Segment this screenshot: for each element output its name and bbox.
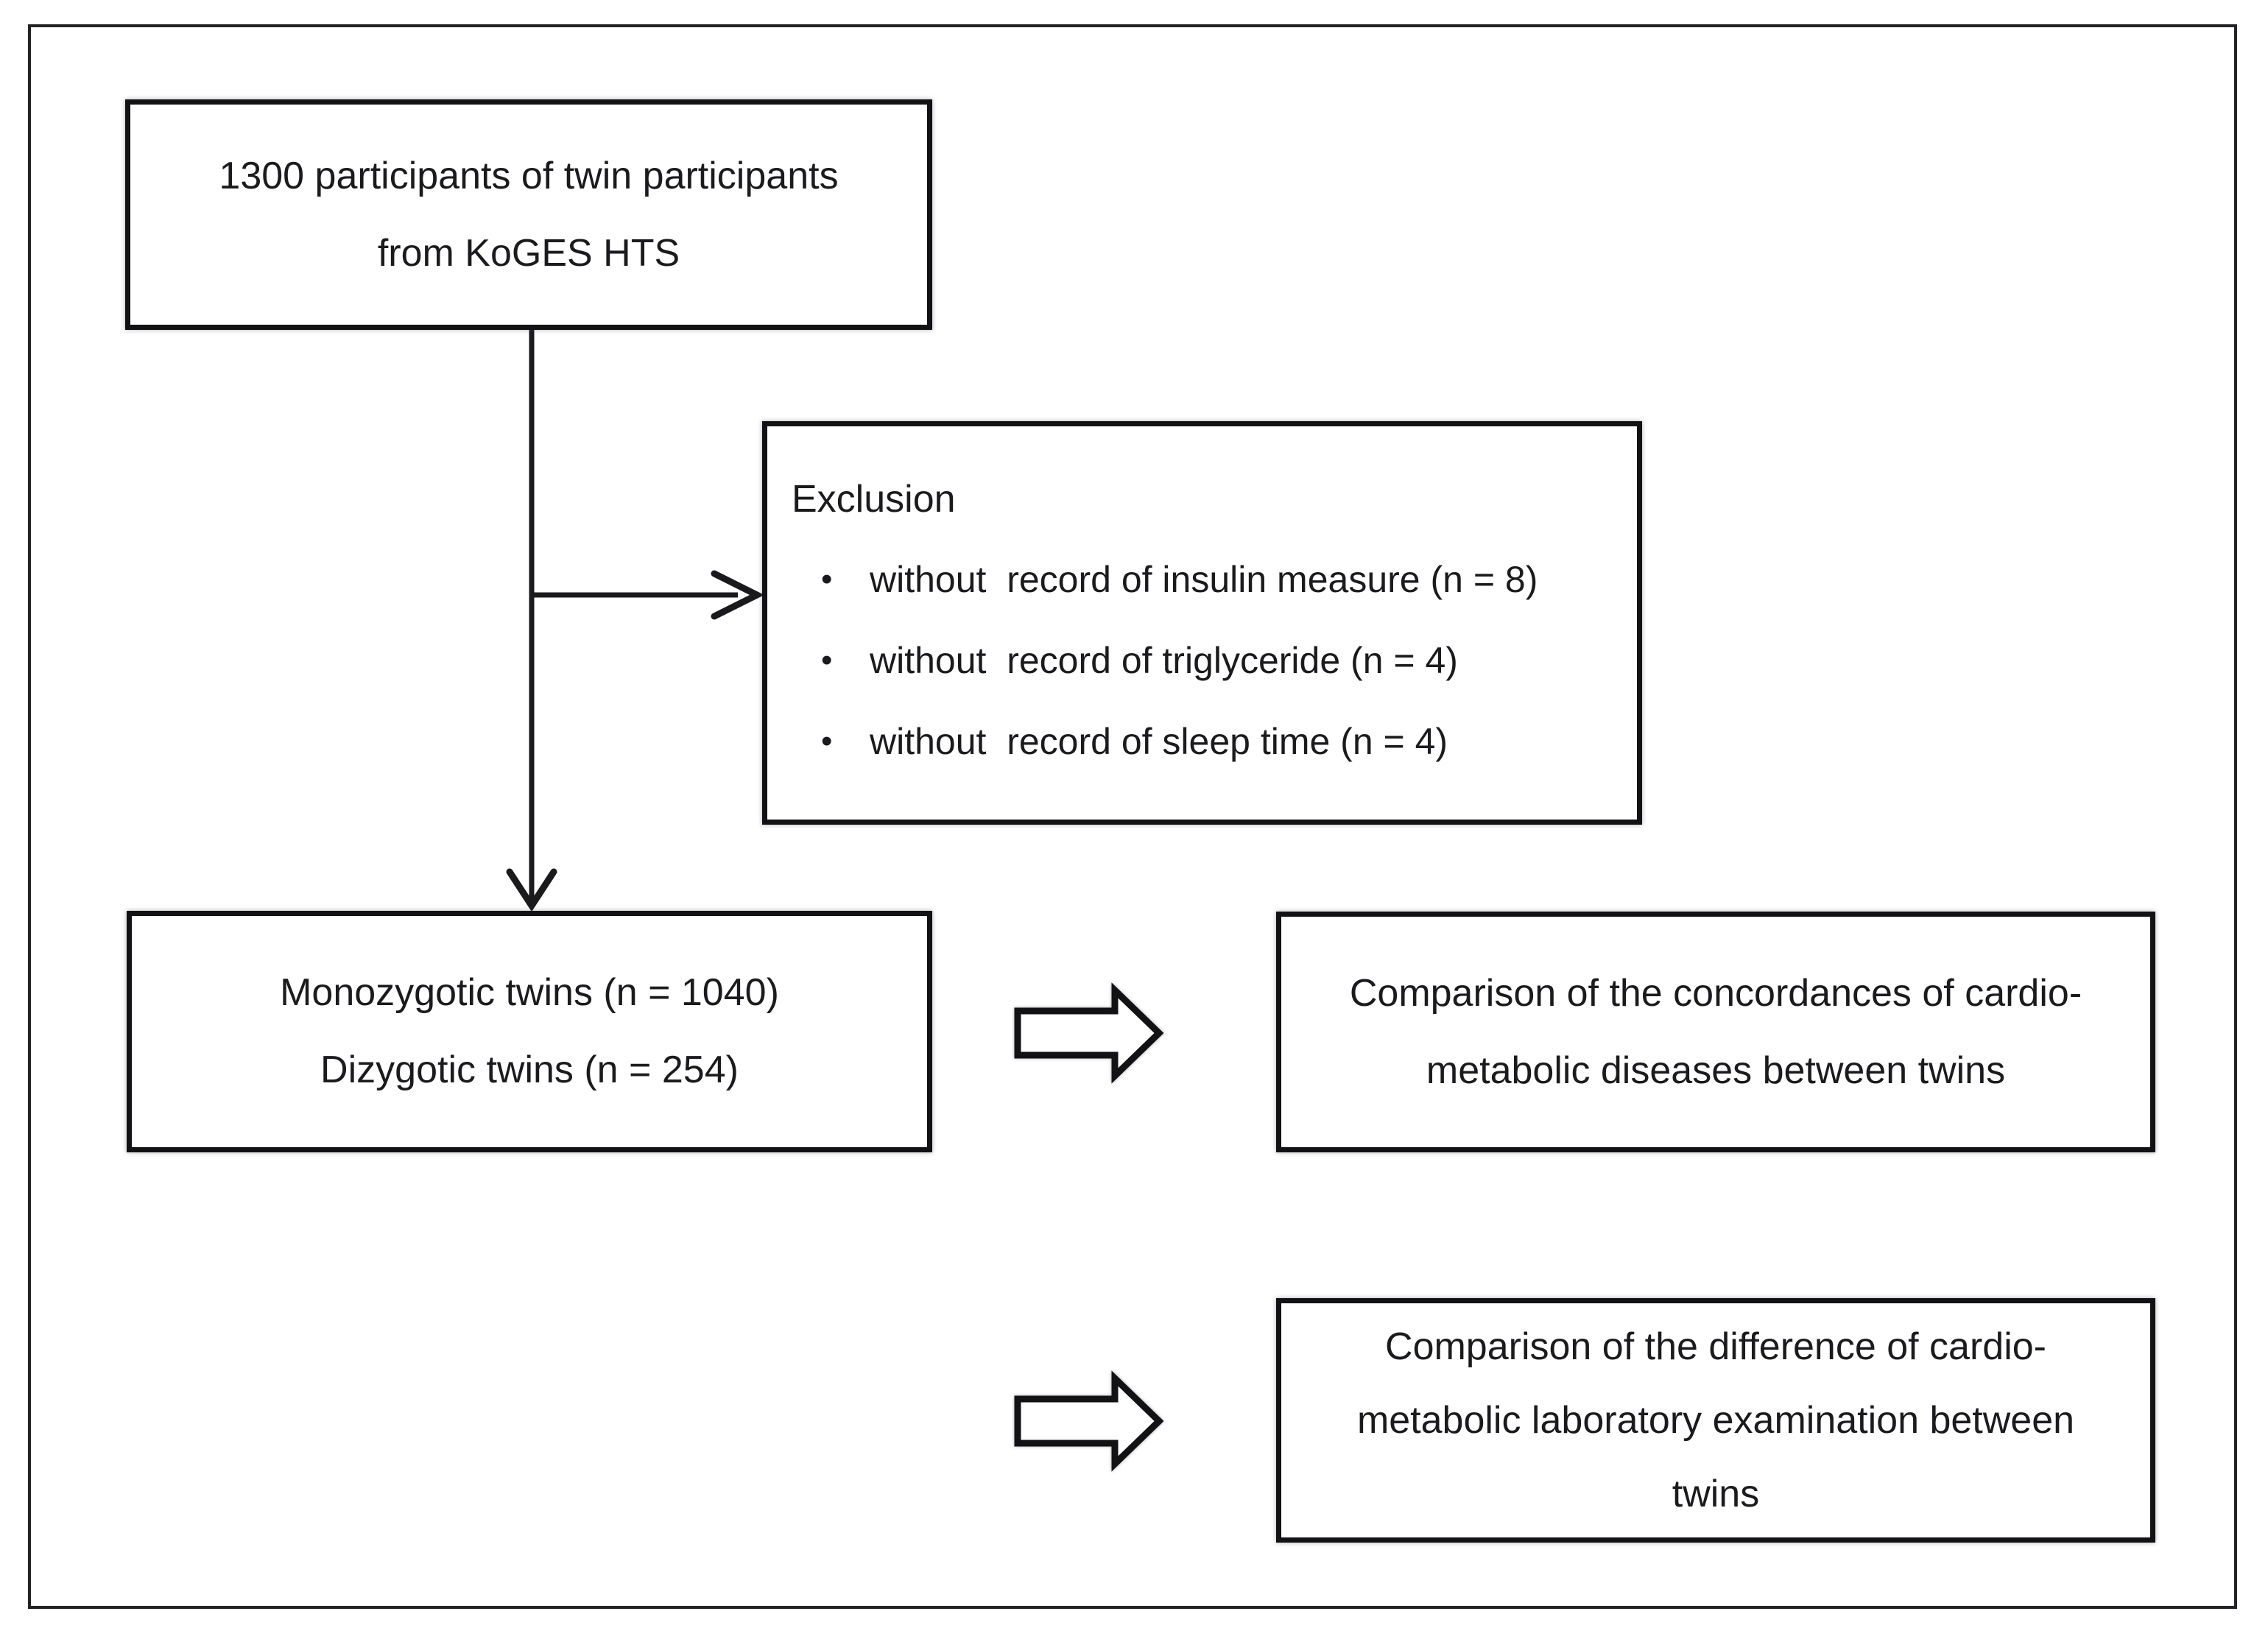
outcome1-line1: Comparison of the concordances of cardio… <box>1349 971 2082 1015</box>
box-outcome-concordance: Comparison of the concordances of cardio… <box>1276 912 2155 1152</box>
bullet-icon: • <box>821 561 833 597</box>
bullet-icon: • <box>821 642 833 678</box>
exclusion-item-text: without record of sleep time (n = 4) <box>870 721 1448 762</box>
outcome2-line3: twins <box>1672 1473 1760 1515</box>
exclusion-item: • without record of insulin measure (n =… <box>792 557 1622 602</box>
exclusion-item: • without record of triglyceride (n = 4) <box>792 638 1622 683</box>
exclusion-item-text: without record of triglyceride (n = 4) <box>870 640 1458 681</box>
box-participants: 1300 participants of twin participants f… <box>125 99 932 330</box>
box-exclusion: Exclusion • without record of insulin me… <box>762 421 1642 825</box>
outcome1-line2: metabolic diseases between twins <box>1426 1049 2006 1092</box>
box-outcome-difference: Comparison of the difference of cardio- … <box>1276 1298 2155 1543</box>
box-twin-cohort: Monozygotic twins (n = 1040) Dizygotic t… <box>127 911 932 1152</box>
exclusion-heading: Exclusion <box>792 478 956 521</box>
diagram-border <box>28 24 2237 1609</box>
exclusion-item-text: without record of insulin measure (n = 8… <box>870 559 1538 600</box>
outcome2-line2: metabolic laboratory examination between <box>1356 1399 2075 1442</box>
outcome2-line1: Comparison of the difference of cardio- <box>1385 1325 2046 1368</box>
participants-line2: from KoGES HTS <box>377 231 680 275</box>
cohort-line1: Monozygotic twins (n = 1040) <box>280 971 779 1014</box>
cohort-line2: Dizygotic twins (n = 254) <box>320 1049 739 1091</box>
exclusion-item: • without record of sleep time (n = 4) <box>792 719 1622 764</box>
participants-line1: 1300 participants of twin participants <box>219 154 839 197</box>
bullet-icon: • <box>821 723 833 759</box>
